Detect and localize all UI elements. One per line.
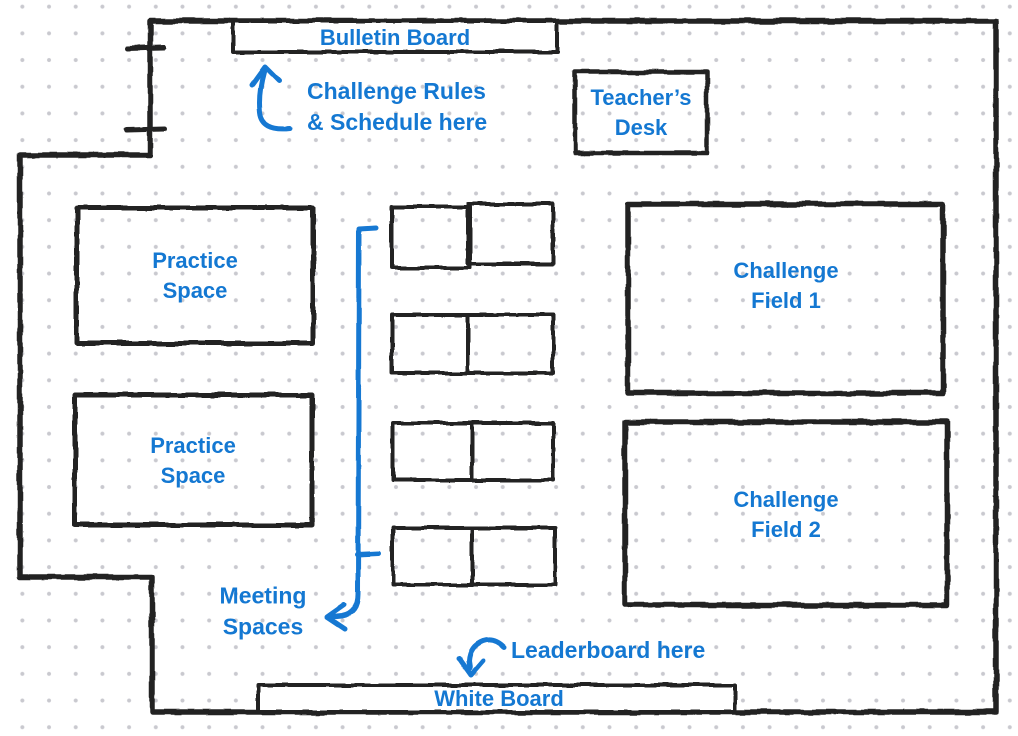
challenge-field-1	[625, 201, 946, 396]
bracket-arrow-meeting-spaces	[324, 225, 382, 632]
arrow-down-to-white-board	[456, 637, 507, 678]
practice-space-2	[72, 392, 315, 528]
practice-space-2-label: Practice Space	[150, 433, 236, 488]
challenge-field-2-label: Challenge Field 2	[733, 487, 839, 542]
meeting-table-2	[390, 313, 555, 375]
door-mark-top	[124, 44, 167, 51]
bulletin-board-label: Bulletin Board	[319, 25, 471, 51]
challenge-field-1-label: Challenge Field 1	[733, 258, 839, 313]
room-wall-outline	[17, 18, 999, 715]
arrow-up-to-bulletin-board	[249, 64, 293, 131]
door-mark-bottom	[124, 126, 167, 133]
bulletin-board	[232, 19, 559, 54]
leaderboard-note: Leaderboard here	[511, 637, 706, 663]
white-board	[256, 683, 737, 714]
practice-space-1-label: Practice Space	[152, 248, 238, 303]
meeting-table-4	[391, 526, 557, 587]
meeting-spaces-note: Meeting Spaces	[219, 582, 307, 640]
teachers-desk	[572, 69, 710, 156]
challenge-field-2	[622, 419, 950, 608]
rules-schedule-note: Challenge Rules & Schedule here	[307, 78, 488, 136]
meeting-table-1	[390, 202, 555, 270]
practice-space-1	[74, 205, 316, 346]
white-board-label: White Board	[434, 686, 564, 712]
meeting-table-3	[391, 421, 555, 482]
teachers-desk-label: Teacher’s Desk	[590, 85, 692, 140]
